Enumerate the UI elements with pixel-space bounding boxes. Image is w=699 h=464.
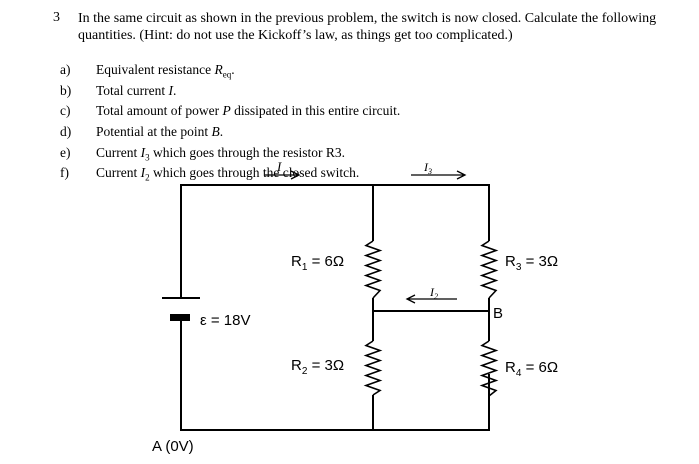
current-i-label: I bbox=[276, 159, 282, 174]
current-i3-arrow bbox=[411, 170, 467, 180]
r1-label: R1 = 6Ω bbox=[291, 253, 344, 273]
parts-list: a)Equivalent resistance Req. b)Total cur… bbox=[60, 62, 400, 186]
emf-label: ε = 18V bbox=[200, 312, 250, 329]
point-b-label: B bbox=[493, 305, 503, 322]
circuit-wires bbox=[180, 184, 490, 431]
resistor-r3 bbox=[479, 240, 499, 299]
battery-symbol bbox=[162, 297, 200, 321]
question-intro: In the same circuit as shown in the prev… bbox=[78, 11, 657, 43]
list-item: c)Total amount of power P dissipated in … bbox=[60, 103, 401, 119]
list-item: b)Total current I. bbox=[60, 82, 177, 98]
resistor-r1 bbox=[363, 240, 383, 299]
current-i2-label: I2 bbox=[429, 285, 438, 301]
list-item: e)Current I3 which goes through the resi… bbox=[60, 144, 345, 163]
r3-label: R3 = 3Ω bbox=[505, 253, 558, 273]
current-i2-arrow bbox=[405, 294, 457, 304]
resistor-r2 bbox=[363, 340, 383, 396]
r4-label: R4 = 6Ω bbox=[505, 359, 558, 379]
list-item: f)Current I2 which goes through the clos… bbox=[60, 165, 360, 184]
list-item: d)Potential at the point B. bbox=[60, 124, 224, 140]
list-item: a)Equivalent resistance Req. bbox=[60, 62, 235, 80]
current-i-arrow bbox=[265, 170, 301, 180]
battery-plate-short bbox=[170, 314, 190, 321]
question-number: 3 bbox=[53, 10, 60, 25]
point-a-label: A (0V) bbox=[152, 438, 194, 455]
current-i3-label: I3 bbox=[423, 160, 432, 176]
r2-label: R2 = 3Ω bbox=[291, 357, 344, 377]
resistor-r4 bbox=[479, 340, 499, 397]
